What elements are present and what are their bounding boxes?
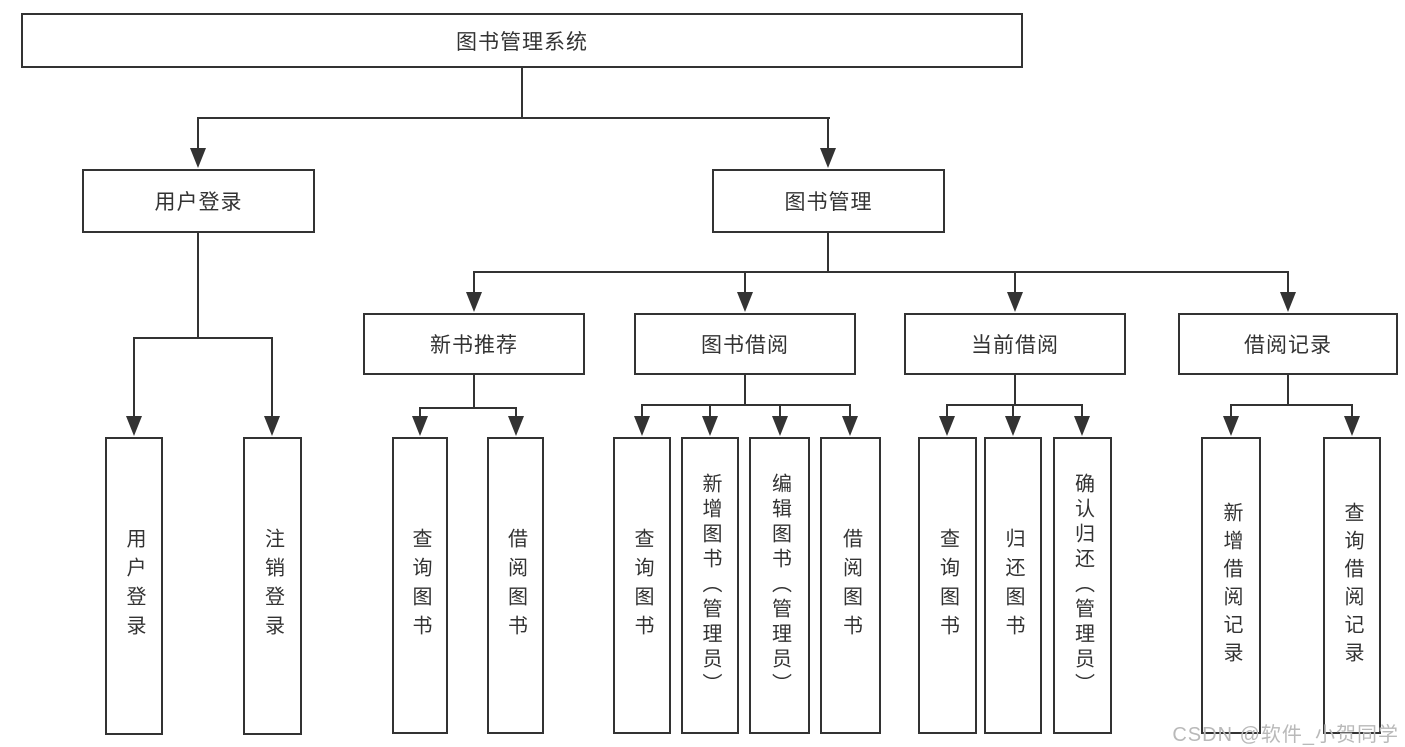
leaf-add-borrow-record-label: 新增借阅记录 [1220, 501, 1242, 670]
connector-new-rec-stem [473, 375, 475, 409]
leaf-cur-query-books: 查询图书 [918, 437, 977, 734]
node-book-borrow-label: 图书借阅 [701, 334, 789, 357]
connector-drop-leaf [1012, 404, 1014, 427]
connector-new-rec-bracket [419, 407, 517, 409]
arrow-down-icon [772, 416, 788, 436]
node-current-borrow-label: 当前借阅 [971, 334, 1059, 357]
connector-drop-leaf [133, 337, 135, 427]
connector-drop-leaf [849, 404, 851, 427]
connector-drop-new-rec [473, 271, 475, 303]
leaf-logout: 注销登录 [243, 437, 302, 735]
node-new-book-rec: 新书推荐 [363, 313, 585, 375]
arrow-down-icon [702, 416, 718, 436]
leaf-query-borrow-record-label: 查询借阅记录 [1341, 501, 1363, 670]
node-current-borrow: 当前借阅 [904, 313, 1126, 375]
connector-drop-leaf [271, 337, 273, 427]
leaf-edit-books-admin: 编辑图书（管理员） [749, 437, 810, 734]
node-user-login-label: 用户登录 [154, 191, 243, 214]
node-root: 图书管理系统 [21, 13, 1023, 68]
arrow-down-icon [737, 292, 753, 312]
csdn-watermark: CSDN @软件_小贺同学 [1172, 724, 1399, 746]
leaf-confirm-return-admin-label: 确认归还（管理员） [1071, 473, 1094, 698]
arrow-down-icon [1223, 416, 1239, 436]
node-borrow-records: 借阅记录 [1178, 313, 1398, 375]
connector-book-borrow-stem [744, 375, 746, 406]
leaf-rec-borrow-books-label: 借阅图书 [504, 527, 527, 644]
leaf-cur-query-books-label: 查询图书 [936, 527, 959, 644]
leaf-borrow-borrow-books-label: 借阅图书 [839, 527, 862, 644]
arrow-down-icon [190, 148, 206, 168]
connector-drop-leaf [779, 404, 781, 427]
arrow-down-icon [1074, 416, 1090, 436]
node-book-borrow: 图书借阅 [634, 313, 856, 375]
node-book-mgmt: 图书管理 [712, 169, 945, 233]
leaf-rec-query-books-label: 查询图书 [409, 527, 431, 644]
arrow-down-icon [1344, 416, 1360, 436]
leaf-user-login-label: 用户登录 [123, 528, 145, 644]
leaf-rec-borrow-books: 借阅图书 [487, 437, 544, 734]
leaf-confirm-return-admin: 确认归还（管理员） [1053, 437, 1112, 734]
connector-drop-current-borrow [1014, 271, 1016, 303]
connector-book-mgmt-bracket [473, 271, 1289, 273]
leaf-rec-query-books: 查询图书 [392, 437, 448, 734]
leaf-return-books: 归还图书 [984, 437, 1042, 734]
arrow-down-icon [820, 148, 836, 168]
arrow-down-icon [508, 416, 524, 436]
leaf-return-books-label: 归还图书 [1002, 527, 1024, 644]
connector-current-borrow-stem [1014, 375, 1016, 406]
arrow-down-icon [842, 416, 858, 436]
connector-book-borrow-bracket [641, 404, 851, 406]
connector-drop-leaf [946, 404, 948, 427]
connector-current-borrow-bracket [946, 404, 1083, 406]
leaf-logout-label: 注销登录 [261, 528, 284, 644]
leaf-add-books-admin-label: 新增图书（管理员） [699, 473, 721, 698]
leaf-borrow-query-books: 查询图书 [613, 437, 671, 734]
connector-user-login-stem [197, 233, 199, 339]
arrow-down-icon [1280, 292, 1296, 312]
connector-drop-leaf [641, 404, 643, 427]
leaf-add-borrow-record: 新增借阅记录 [1201, 437, 1261, 734]
connector-drop-leaf [1351, 404, 1353, 427]
leaf-query-borrow-record: 查询借阅记录 [1323, 437, 1381, 734]
node-borrow-records-label: 借阅记录 [1244, 334, 1332, 357]
connector-borrow-records-stem [1287, 375, 1289, 406]
arrow-down-icon [264, 416, 280, 436]
arrow-down-icon [1007, 292, 1023, 312]
leaf-user-login: 用户登录 [105, 437, 163, 735]
leaf-add-books-admin: 新增图书（管理员） [681, 437, 739, 734]
connector-drop-leaf [709, 404, 711, 427]
arrow-down-icon [634, 416, 650, 436]
connector-drop-book-mgmt [827, 117, 829, 157]
node-new-book-rec-label: 新书推荐 [430, 334, 518, 357]
arrow-down-icon [126, 416, 142, 436]
connector-root-bracket [197, 117, 830, 119]
node-user-login: 用户登录 [82, 169, 315, 233]
leaf-edit-books-admin-label: 编辑图书（管理员） [768, 473, 791, 698]
connector-drop-user-login [197, 117, 199, 157]
connector-drop-leaf [1230, 404, 1232, 427]
connector-drop-leaf [1081, 404, 1083, 427]
connector-drop-borrow-records [1287, 271, 1289, 303]
node-root-label: 图书管理系统 [456, 30, 588, 54]
connector-book-mgmt-stem [827, 233, 829, 273]
leaf-borrow-borrow-books: 借阅图书 [820, 437, 881, 734]
connector-drop-book-borrow [744, 271, 746, 303]
arrow-down-icon [466, 292, 482, 312]
arrow-down-icon [1005, 416, 1021, 436]
connector-borrow-records-bracket [1230, 404, 1353, 406]
leaf-borrow-query-books-label: 查询图书 [631, 527, 653, 644]
arrow-down-icon [939, 416, 955, 436]
arrow-down-icon [412, 416, 428, 436]
connector-user-login-bracket [133, 337, 273, 339]
node-book-mgmt-label: 图书管理 [784, 191, 873, 214]
connector-root-stem [521, 68, 523, 118]
